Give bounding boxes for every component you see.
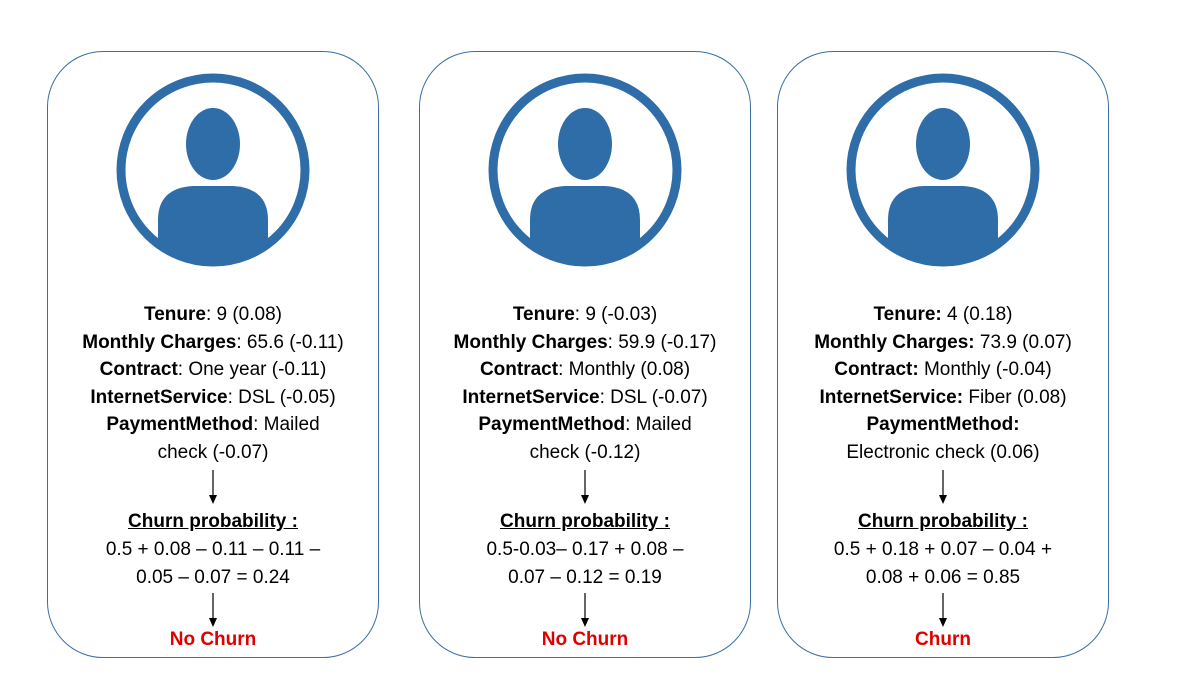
feature-list: Tenure: 9 (-0.03) Monthly Charges: 59.9 … <box>420 301 750 466</box>
down-arrow-icon <box>581 470 589 504</box>
churn-result: No Churn <box>541 629 629 650</box>
feature-payment-method: PaymentMethod: Mailed check (-0.12) <box>478 414 692 463</box>
formula-line-1: 0.5 + 0.08 – 0.11 – 0.11 – <box>105 539 321 560</box>
down-arrow-icon <box>209 470 217 504</box>
user-avatar-icon <box>116 73 310 267</box>
feature-tenure: Tenure: 9 (0.08) <box>144 304 282 325</box>
churn-calculation: Churn probability : 0.5-0.03– 0.17 + 0.0… <box>420 508 750 592</box>
feature-contract: Contract: Monthly (0.08) <box>479 359 691 380</box>
down-arrow-icon <box>939 593 947 627</box>
feature-list: Tenure: 4 (0.18) Monthly Charges: 73.9 (… <box>778 301 1108 466</box>
churn-calculation: Churn probability : 0.5 + 0.08 – 0.11 – … <box>48 508 378 592</box>
customer-card: Tenure: 9 (-0.03) Monthly Charges: 59.9 … <box>419 51 751 658</box>
customer-card: Tenure: 4 (0.18) Monthly Charges: 73.9 (… <box>777 51 1109 658</box>
feature-contract: Contract: Monthly (-0.04) <box>834 359 1052 380</box>
formula-line-2: 0.08 + 0.06 = 0.85 <box>865 567 1021 588</box>
feature-monthly-charges: Monthly Charges: 73.9 (0.07) <box>814 331 1072 353</box>
feature-list: Tenure: 9 (0.08) Monthly Charges: 65.6 (… <box>48 301 378 466</box>
feature-tenure: Tenure: 4 (0.18) <box>873 304 1013 325</box>
feature-monthly-charges: Monthly Charges: 65.6 (-0.11) <box>82 331 344 353</box>
formula-line-1: 0.5 + 0.18 + 0.07 – 0.04 + <box>833 539 1053 560</box>
down-arrow-icon <box>209 593 217 627</box>
churn-probability-heading: Churn probability : <box>128 511 298 532</box>
user-avatar-icon <box>488 73 682 267</box>
user-avatar-icon <box>846 73 1040 267</box>
churn-result: No Churn <box>169 629 257 650</box>
churn-calculation: Churn probability : 0.5 + 0.18 + 0.07 – … <box>778 508 1108 592</box>
formula-line-2: 0.07 – 0.12 = 0.19 <box>508 567 662 588</box>
down-arrow-icon <box>581 593 589 627</box>
customer-card: Tenure: 9 (0.08) Monthly Charges: 65.6 (… <box>47 51 379 658</box>
formula-line-2: 0.05 – 0.07 = 0.24 <box>136 567 290 588</box>
feature-payment-method: PaymentMethod: Electronic check (0.06) <box>846 414 1040 463</box>
formula-line-1: 0.5-0.03– 0.17 + 0.08 – <box>486 539 684 560</box>
churn-probability-heading: Churn probability : <box>500 511 670 532</box>
feature-monthly-charges: Monthly Charges: 59.9 (-0.17) <box>453 331 717 353</box>
churn-result: Churn <box>915 629 971 650</box>
feature-internet-service: InternetService: DSL (-0.05) <box>90 386 336 408</box>
feature-contract: Contract: One year (-0.11) <box>99 359 327 380</box>
feature-internet-service: InternetService: Fiber (0.08) <box>819 386 1067 408</box>
feature-payment-method: PaymentMethod: Mailed check (-0.07) <box>106 414 320 463</box>
down-arrow-icon <box>939 470 947 504</box>
feature-internet-service: InternetService: DSL (-0.07) <box>462 386 708 408</box>
feature-tenure: Tenure: 9 (-0.03) <box>512 304 658 325</box>
churn-probability-heading: Churn probability : <box>858 511 1028 532</box>
